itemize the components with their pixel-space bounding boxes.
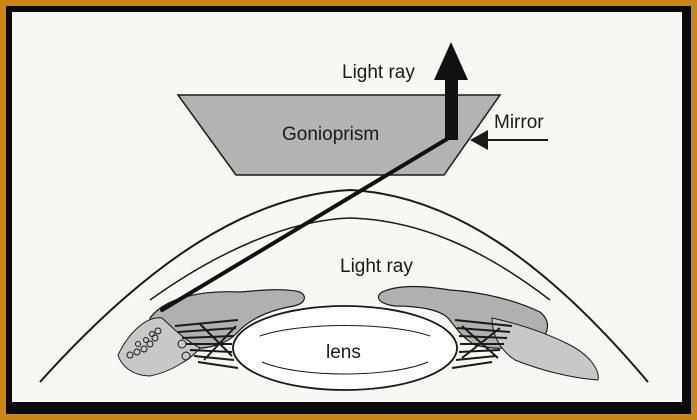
label-light-ray-top: Light ray xyxy=(342,62,415,83)
light-ray-shaft xyxy=(445,74,458,140)
light-ray-arrowhead-icon xyxy=(434,42,468,80)
label-light-ray-inner: Light ray xyxy=(340,256,413,277)
label-mirror: Mirror xyxy=(494,112,544,133)
label-lens: lens xyxy=(326,342,361,363)
label-gonioprism: Gonioprism xyxy=(282,124,379,145)
